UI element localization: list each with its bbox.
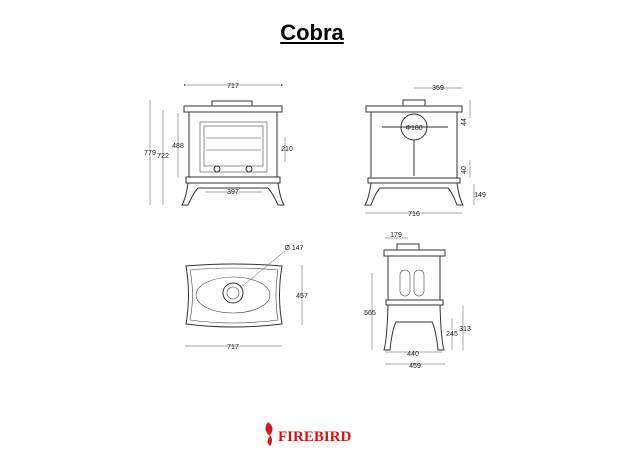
firebird-logo: FIREBIRD bbox=[265, 422, 352, 446]
dim-side-565: 565 bbox=[364, 310, 376, 317]
back-dimensions: 359 44 40 149 716 bbox=[365, 85, 486, 218]
dim-body-height: 722 bbox=[157, 153, 169, 160]
dim-front-width: 717 bbox=[227, 83, 239, 90]
page-title: Cobra bbox=[280, 20, 344, 45]
dim-back-flue-offset: 359 bbox=[432, 85, 444, 92]
dim-side-depth: 459 bbox=[409, 363, 421, 370]
dim-bottom-gap: 40 bbox=[461, 166, 468, 174]
dim-side-313: 313 bbox=[459, 326, 471, 333]
dim-door-width: 397 bbox=[227, 189, 239, 196]
dim-top-to-flue: 44 bbox=[461, 118, 468, 126]
dim-side-flue-offset: 179 bbox=[390, 232, 402, 239]
side-view bbox=[383, 243, 446, 351]
front-view bbox=[181, 100, 285, 206]
dim-leg-height: 149 bbox=[474, 192, 486, 199]
dim-side-440: 440 bbox=[407, 351, 419, 358]
dim-firebox-height: 210 bbox=[281, 146, 293, 153]
dim-top-depth: 457 bbox=[296, 293, 308, 300]
top-dimensions: 457 717 bbox=[185, 265, 308, 351]
svg-text:FIREBIRD: FIREBIRD bbox=[278, 429, 352, 445]
side-dimensions: 179 565 313 245 440 459 bbox=[364, 232, 471, 370]
dim-top-width: 717 bbox=[227, 344, 239, 351]
top-view: Ø 147 bbox=[185, 245, 304, 328]
dim-back-width: 716 bbox=[408, 211, 420, 218]
dim-door-height: 488 bbox=[172, 143, 184, 150]
dim-side-245: 245 bbox=[446, 331, 458, 338]
back-view: Φ180 bbox=[364, 99, 464, 206]
dim-back-flue-diameter: Φ180 bbox=[405, 125, 422, 132]
front-dimensions: 717 779 722 488 210 397 bbox=[144, 83, 293, 205]
dim-top-flue-diameter: Ø 147 bbox=[284, 245, 303, 252]
dim-total-height: 779 bbox=[144, 150, 156, 157]
